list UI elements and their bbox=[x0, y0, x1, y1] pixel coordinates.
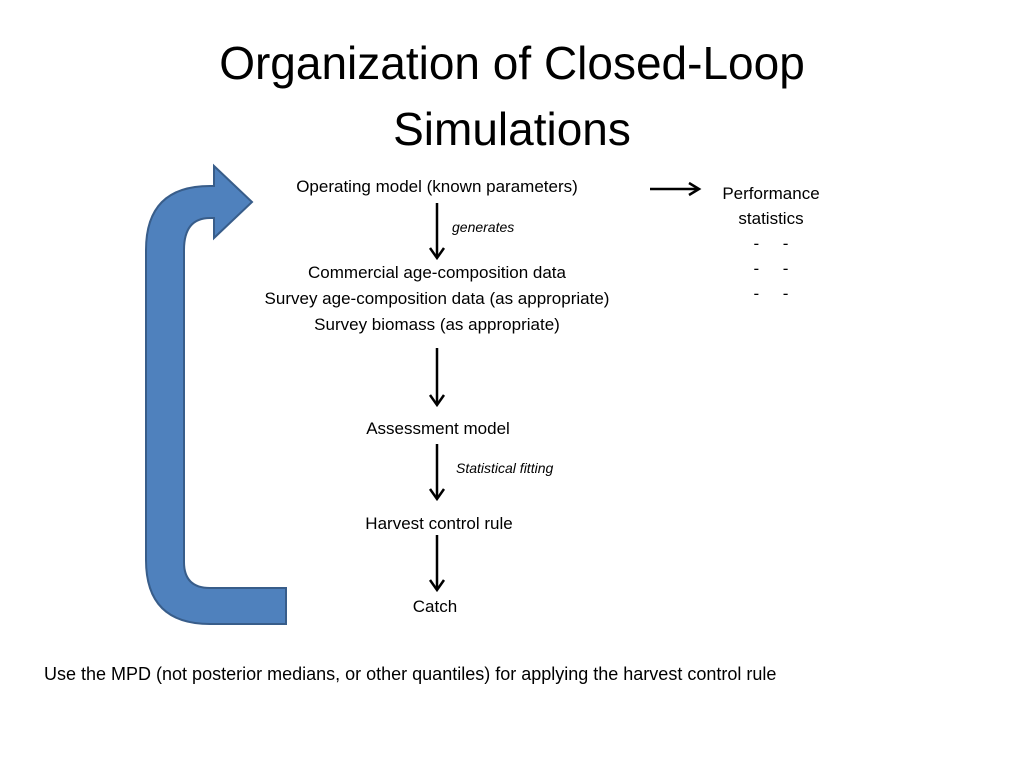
arrow-data-to-assessment-head bbox=[428, 394, 446, 408]
arrow-generates-head bbox=[428, 247, 446, 261]
harvest-control-rule-node: Harvest control rule bbox=[365, 514, 513, 533]
performance-bullet-1: - - bbox=[753, 234, 789, 253]
catch-node: Catch bbox=[412, 597, 458, 616]
performance-line-2: statistics bbox=[738, 209, 804, 228]
operating-model-node: Operating model (known parameters) bbox=[296, 177, 578, 196]
data-line-survey-biomass: Survey biomass (as appropriate) bbox=[314, 315, 560, 334]
performance-bullet-2: - - bbox=[753, 259, 789, 278]
assessment-model-node: Assessment model bbox=[366, 419, 510, 438]
performance-line-1: Performance bbox=[722, 184, 820, 203]
arrow-fitting-head bbox=[428, 488, 446, 502]
statistical-fitting-label: Statistical fitting bbox=[456, 460, 554, 476]
data-line-commercial: Commercial age-composition data bbox=[308, 263, 566, 282]
data-node: Commercial age-composition data Survey a… bbox=[230, 260, 644, 338]
down-arrows bbox=[428, 181, 702, 593]
arrow-hcr-to-catch-head bbox=[428, 579, 446, 593]
slide-title: Organization of Closed-Loop Simulations bbox=[0, 30, 1024, 162]
title-line-1: Organization of Closed-Loop bbox=[219, 37, 805, 89]
performance-statistics: Performance statistics - - - - - - bbox=[706, 181, 836, 306]
feedback-loop-arrow bbox=[145, 163, 287, 625]
data-line-survey-age: Survey age-composition data (as appropri… bbox=[264, 289, 610, 308]
performance-bullet-3: - - bbox=[753, 284, 789, 303]
generates-label: generates bbox=[452, 219, 515, 235]
footnote: Use the MPD (not posterior medians, or o… bbox=[44, 664, 777, 684]
title-line-2: Simulations bbox=[393, 103, 631, 155]
arrow-to-performance-head bbox=[688, 181, 702, 197]
